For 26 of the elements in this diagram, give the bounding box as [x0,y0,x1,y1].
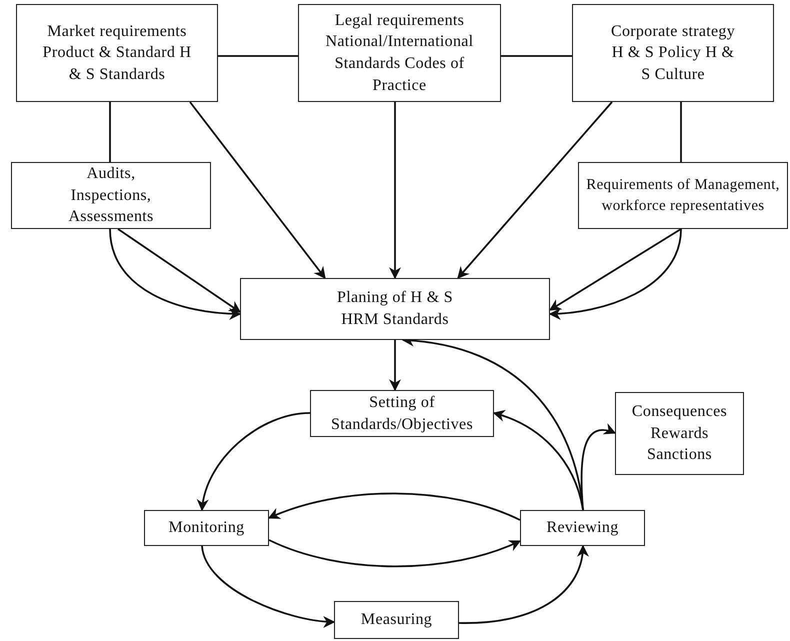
text-box: Measuring [334,601,459,639]
text-box: Corporate strategy H & S Policy H & S Culture [572,4,774,102]
connector-line [501,55,572,57]
text-box: Consequences Rewards Sanctions [615,392,744,475]
text-box: Market requirements Product & Standard H & S Standards [16,4,218,102]
arrow [268,492,520,521]
arrow [492,410,584,510]
arrow [457,101,613,279]
arrow [580,424,616,510]
arrow [268,539,522,568]
text-box: Setting of Standards/Objectives [310,390,494,437]
text-box: Reviewing [520,510,645,546]
arrow [389,102,401,280]
connector-line [680,102,682,162]
text-box: Planing of H & S HRM Standards [240,278,550,340]
arrow [198,412,310,512]
connector-line [109,102,111,162]
arrow [389,340,401,392]
arrow [189,101,326,279]
connector-line [218,55,298,57]
text-box: Legal requirements National/International Standards Codes of Practice [298,4,501,102]
arrow [201,546,336,628]
arrow [458,544,588,624]
text-box: Monitoring [144,510,269,546]
text-box: Audits, Inspections, Assessments [11,162,211,229]
text-box: Requirements of Management, workforce representatives [578,162,788,229]
